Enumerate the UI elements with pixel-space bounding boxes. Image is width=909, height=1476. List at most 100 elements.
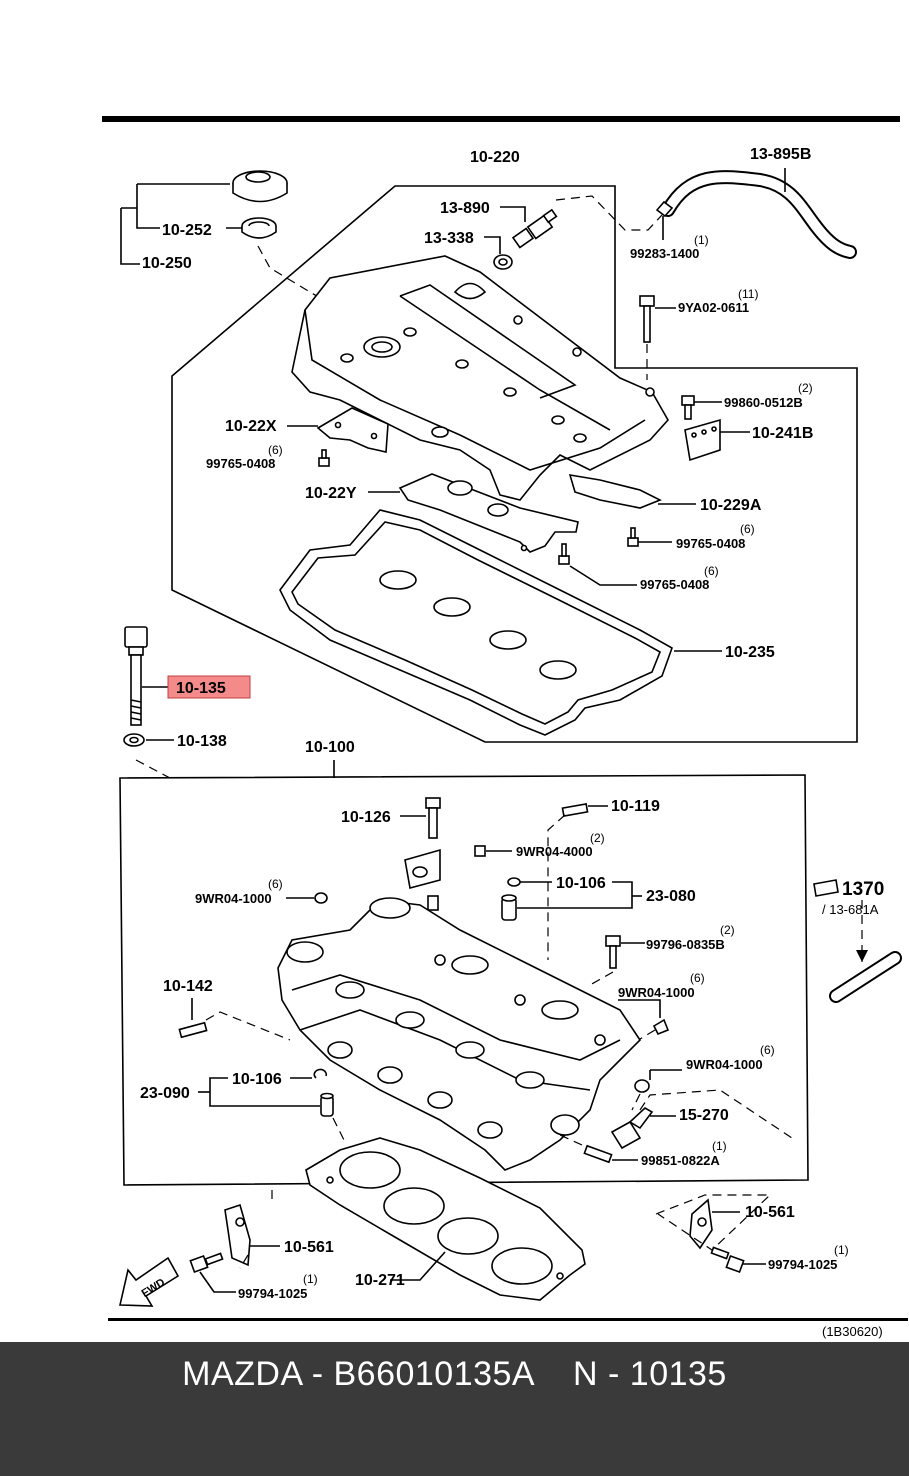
head-gasket-icon	[305, 1137, 586, 1301]
label-13-895b: 13-895B	[750, 146, 811, 163]
bracket-icon	[684, 418, 721, 462]
cover-group-frame	[171, 185, 858, 743]
label-10-220: 10-220	[470, 149, 520, 166]
grommet-icon	[493, 254, 513, 270]
label-10-135: 10-135	[176, 680, 226, 697]
hanger-bolt-icon-b	[710, 1246, 745, 1274]
cam-bolt-icon	[425, 797, 441, 839]
qty-9wr04-1000-a: (6)	[268, 877, 283, 891]
label-99765-0408-b: 99765-0408	[676, 536, 745, 551]
fwd-arrow-icon	[119, 1256, 180, 1307]
qty-99860: (2)	[798, 381, 813, 395]
head-bolt-small-icon	[605, 935, 621, 969]
label-99796-0835b: 99796-0835B	[646, 937, 725, 952]
cover-bolt-icon	[639, 295, 655, 343]
top-rule	[102, 116, 900, 122]
highlight-box	[167, 675, 251, 699]
bracket-bolt-icon	[681, 395, 695, 420]
head-bolt-icon	[124, 626, 148, 726]
label-10-22x: 10-22X	[225, 418, 277, 435]
diagram-code: (1B30620)	[822, 1324, 883, 1339]
label-13-681a: / 13-681A	[822, 902, 879, 917]
label-10-271: 10-271	[355, 1272, 405, 1289]
part-number-caption: MAZDA - B66010135A N - 10135	[182, 1355, 727, 1393]
cylinder-head-icon	[277, 897, 642, 1171]
label-15-270: 15-270	[679, 1107, 729, 1124]
label-10-561-a: 10-561	[284, 1239, 334, 1256]
label-10-22y: 10-22Y	[305, 485, 357, 502]
plug-icon-b	[314, 892, 328, 904]
engine-hanger-icon-a	[224, 1203, 251, 1267]
label-10-138: 10-138	[177, 733, 227, 750]
lash-adjuster-icon-a	[501, 894, 517, 921]
screw-icon-c	[558, 543, 570, 565]
plate-gasket-icon	[398, 473, 579, 553]
plug-icon-a	[474, 845, 486, 857]
qty-99283: (1)	[694, 233, 709, 247]
qty-99796: (2)	[720, 923, 735, 937]
qty-99794-b: (1)	[834, 1243, 849, 1257]
label-99851-0822a: 99851-0822A	[641, 1153, 720, 1168]
label-9wr04-1000-a: 9WR04-1000	[195, 891, 272, 906]
stud-icon	[561, 803, 589, 817]
label-99794-1025-a: 99794-1025	[238, 1286, 307, 1301]
water-fitting-icon	[610, 1107, 654, 1150]
qty-9wr04-1000-c: (6)	[760, 1043, 775, 1057]
qty-99765-b: (6)	[740, 522, 755, 536]
screw-icon-a	[318, 449, 330, 467]
bottom-rule	[108, 1318, 908, 1321]
pcv-valve-icon	[511, 208, 558, 249]
head-cover-gasket-icon	[279, 509, 673, 736]
valve-cover-icon	[291, 255, 669, 501]
label-99765-0408-c: 99765-0408	[640, 577, 709, 592]
stud-icon-b	[178, 1021, 208, 1039]
qty-99765-a: (6)	[268, 443, 283, 457]
plug-icon-c	[652, 1018, 670, 1036]
qty-9ya02: (11)	[738, 287, 758, 301]
qty-99851: (1)	[712, 1139, 727, 1153]
label-23-080: 23-080	[646, 888, 696, 905]
footer-bar: MAZDA - B66010135A N - 10135	[0, 1342, 909, 1476]
label-1370: 1370	[842, 879, 884, 900]
hose-clamp-icon	[655, 200, 674, 218]
label-10-561-b: 10-561	[745, 1204, 795, 1221]
label-10-119: 10-119	[611, 798, 660, 815]
label-99860-0512b: 99860-0512B	[724, 395, 803, 410]
label-13-890: 13-890	[440, 200, 490, 217]
baffle-plate-icon	[316, 407, 389, 453]
label-13-338: 13-338	[424, 230, 474, 247]
stud-icon-c	[583, 1144, 613, 1164]
label-10-250: 10-250	[142, 255, 192, 272]
qty-9wr04-1000-b: (6)	[690, 971, 705, 985]
label-10-252: 10-252	[162, 222, 212, 239]
label-9wr04-4000: 9WR04-4000	[516, 844, 593, 859]
label-10-241b: 10-241B	[752, 425, 813, 442]
cam-cap-icon	[404, 848, 441, 889]
pointer-hand-icon	[813, 879, 839, 897]
label-10-126: 10-126	[341, 809, 391, 826]
screw-icon-b	[627, 527, 639, 547]
hanger-bolt-icon-a	[189, 1252, 224, 1274]
plug-icon-d	[634, 1079, 650, 1093]
o-ring-icon-b	[313, 1068, 328, 1079]
qty-99794-a: (1)	[303, 1272, 318, 1286]
label-10-106-b: 10-106	[232, 1071, 282, 1088]
qty-99765-c: (6)	[704, 564, 719, 578]
label-9ya02-0611: 9YA02-0611	[678, 300, 749, 315]
label-10-229a: 10-229A	[700, 497, 762, 514]
label-99765-0408-a: 99765-0408	[206, 456, 275, 471]
label-9wr04-1000-c: 9WR04-1000	[686, 1057, 763, 1072]
dowel-icon	[427, 895, 439, 911]
parts-diagram: 10-220 13-895B 13-890 13-338 (1) 99283-1…	[102, 116, 908, 1339]
label-99283-1400: 99283-1400	[630, 246, 699, 261]
label-10-235: 10-235	[725, 644, 775, 661]
label-10-100: 10-100	[305, 739, 355, 756]
o-ring-icon-a	[507, 877, 521, 887]
label-10-106-a: 10-106	[556, 875, 606, 892]
label-23-090: 23-090	[140, 1085, 190, 1102]
heater-hose-icon	[829, 951, 902, 1003]
oil-filler-cap-icon	[232, 170, 288, 203]
label-99794-1025-b: 99794-1025	[768, 1257, 837, 1272]
lash-adjuster-icon-b	[320, 1092, 334, 1117]
